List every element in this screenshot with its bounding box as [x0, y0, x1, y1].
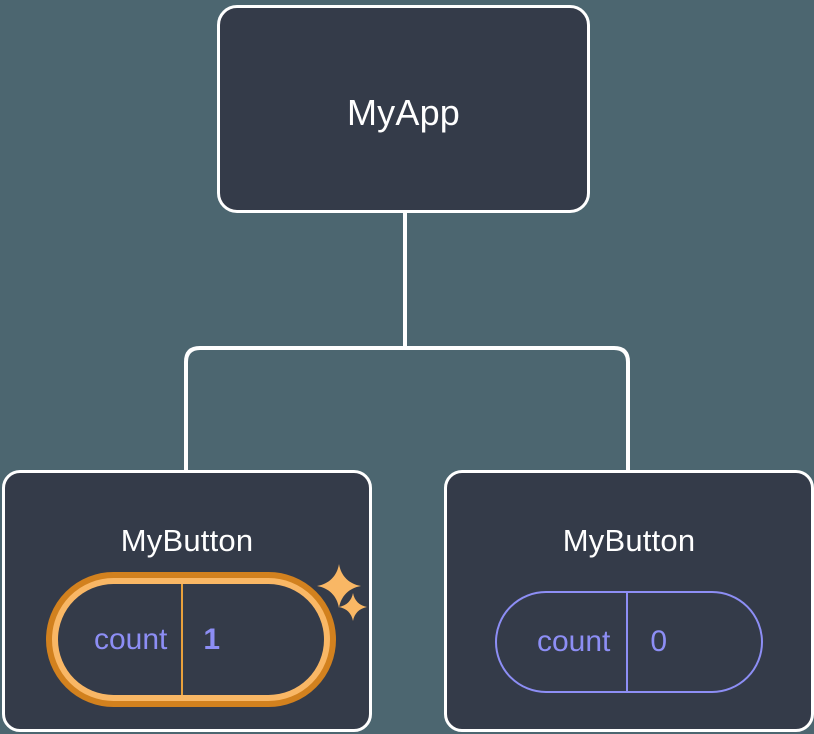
- tree-node-myapp[interactable]: MyApp: [217, 5, 590, 213]
- state-key-label: count: [94, 622, 168, 656]
- connector-bus-right: [405, 346, 630, 470]
- node-title-myapp: MyApp: [346, 92, 461, 133]
- state-pill-count-highlighted[interactable]: count 1: [46, 572, 336, 707]
- state-value-label: 1: [203, 622, 221, 656]
- state-key-label: count: [537, 625, 611, 658]
- connector-bus-left: [184, 346, 405, 470]
- node-title-mybutton-left: MyButton: [120, 523, 254, 558]
- state-pill-divider: [626, 593, 629, 691]
- node-title-mybutton-right: MyButton: [562, 523, 696, 558]
- state-pill-divider: [181, 584, 184, 695]
- state-pill-count-plain[interactable]: count 0: [495, 591, 763, 693]
- state-pill-inner: count 1: [58, 584, 324, 695]
- state-value-label: 0: [650, 625, 668, 658]
